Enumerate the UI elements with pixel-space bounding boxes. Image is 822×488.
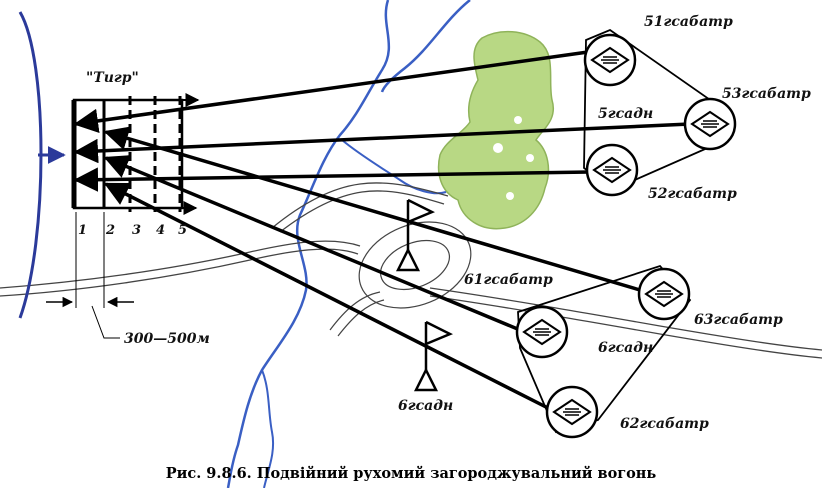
division-5-label: 5гсадн bbox=[598, 106, 653, 122]
battery-51-symbol bbox=[583, 33, 637, 87]
battery-52-label: 52гсабатр bbox=[648, 186, 737, 202]
line-number-2: 2 bbox=[105, 223, 115, 238]
river bbox=[226, 0, 391, 488]
division-6-command-label: 6гсадн bbox=[398, 398, 453, 414]
distance-leader bbox=[91, 305, 120, 339]
battery-63-symbol bbox=[637, 267, 691, 321]
battery-53-symbol bbox=[683, 97, 737, 151]
forest-area bbox=[437, 30, 555, 230]
road-south bbox=[329, 291, 381, 331]
fire-line-51 bbox=[73, 50, 589, 134]
road-northwest bbox=[271, 182, 449, 229]
fire-line-62 bbox=[103, 182, 549, 410]
river-branch bbox=[380, 0, 471, 93]
line-number-1: 1 bbox=[78, 223, 87, 238]
figure-caption: Рис. 9.8.6. Подвійний рухомий загороджув… bbox=[166, 465, 657, 482]
battery-62-symbol bbox=[545, 385, 599, 439]
battery-62-label: 62гсабатр bbox=[620, 416, 709, 432]
road-main-edge bbox=[0, 248, 359, 297]
river-lower-branch bbox=[261, 369, 274, 488]
battery-63-label: 63гсабатр bbox=[694, 312, 783, 328]
battery-52-symbol bbox=[585, 143, 639, 197]
division-6-label: 6гсадн bbox=[598, 340, 653, 356]
battery-61-label: 61гсабатр bbox=[464, 272, 553, 288]
road-main bbox=[0, 240, 361, 289]
road-east-edge bbox=[429, 295, 822, 359]
road-east bbox=[429, 287, 822, 351]
advance-bracket bbox=[18, 11, 43, 319]
line-number-5: 5 bbox=[178, 223, 187, 238]
fire-line-61 bbox=[103, 155, 521, 332]
fire-line-53 bbox=[73, 122, 691, 164]
locality-outer bbox=[358, 221, 472, 309]
command-post-flag-icon bbox=[395, 198, 436, 272]
command-post-6gsadn-flag-icon bbox=[413, 320, 454, 392]
river-channel bbox=[341, 139, 447, 195]
target-label: "Тигр" bbox=[86, 70, 139, 86]
battery-53-label: 53гсабатр bbox=[722, 86, 811, 102]
fire-line-52 bbox=[73, 167, 591, 192]
line-number-3: 3 bbox=[132, 223, 141, 238]
battery-61-symbol bbox=[515, 305, 569, 359]
distance-label: 300—500м bbox=[124, 331, 210, 347]
division-6-grouping bbox=[517, 264, 692, 434]
road-northwest-edge bbox=[279, 190, 445, 233]
line-number-4: 4 bbox=[156, 223, 165, 238]
fire-line-63 bbox=[103, 126, 641, 292]
battery-51-label: 51гсабатр bbox=[644, 14, 733, 30]
